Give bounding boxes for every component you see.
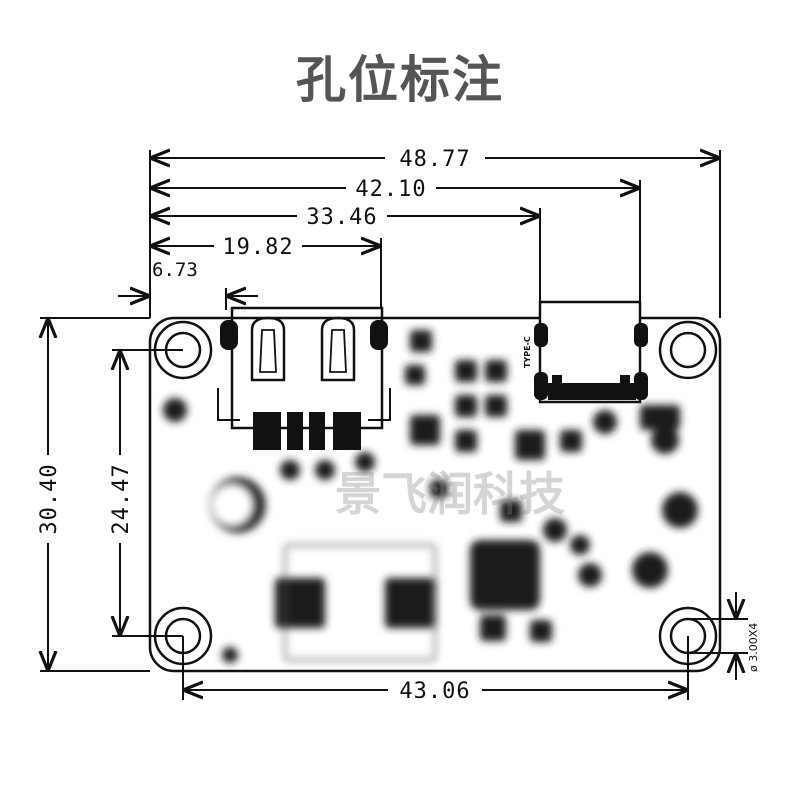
watermark: 景飞润科技	[335, 467, 565, 521]
hole-diameter-note: ø 3.00X4	[747, 623, 760, 672]
dim-usb-left: 6.73	[152, 259, 198, 281]
mounting-hole-top-right	[658, 320, 718, 380]
dim-typec-left: 33.46	[306, 205, 377, 230]
page-title: 孔位标注	[296, 51, 504, 109]
dim-overall-height: 30.40	[37, 463, 62, 534]
usb-a-connector	[217, 306, 391, 450]
type-c-label: TYPE-C	[523, 336, 532, 368]
dim-hole-horizontal: 43.06	[399, 679, 470, 704]
dim-hole-vertical: 24.47	[109, 463, 134, 534]
type-c-connector: TYPE-C	[523, 300, 648, 404]
dim-overall-width: 48.77	[399, 147, 470, 172]
blurred-outline	[284, 544, 436, 661]
dim-usb-right: 19.82	[222, 235, 293, 260]
dim-typec-right: 42.10	[355, 177, 426, 202]
blurred-components	[163, 330, 698, 663]
